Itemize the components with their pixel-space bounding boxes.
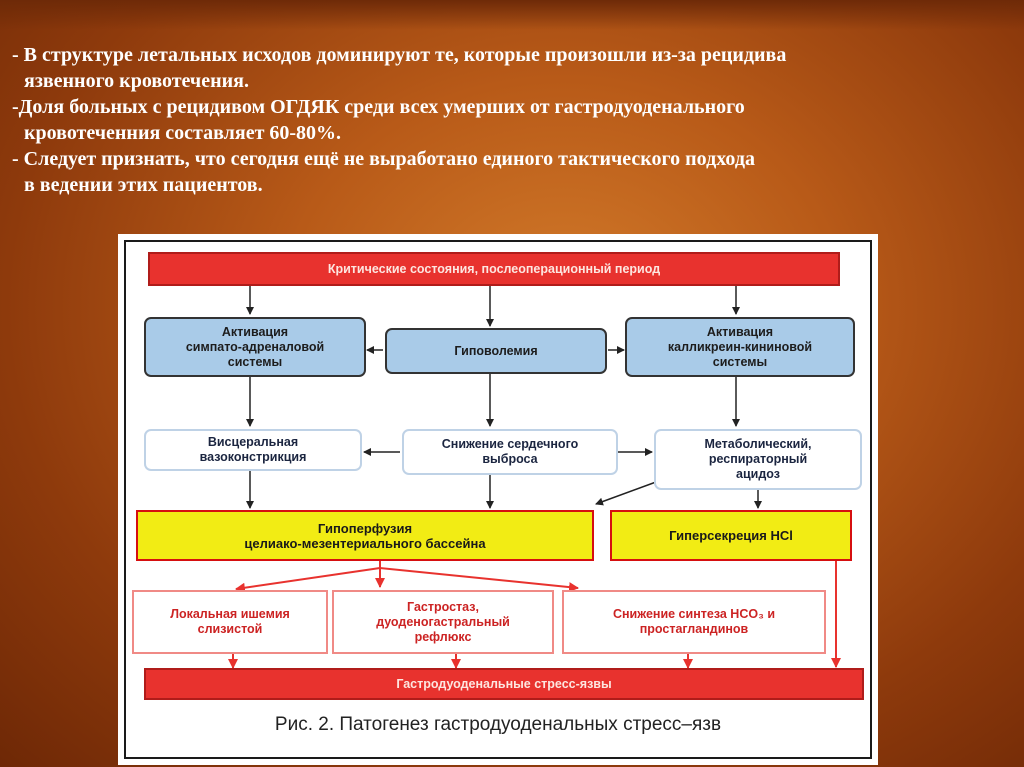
metabolic-acidosis-box: Метаболический, респираторный ацидоз (654, 429, 862, 490)
hypoperfusion-line-1: Гипоперфузия (317, 520, 413, 536)
critical-states-label: Критические состояния, послеоперационный… (327, 261, 661, 276)
pathogenesis-figure: Критические состояния, послеоперационный… (118, 234, 878, 765)
kallikrein-line-2: калликреин-кининовой (667, 339, 813, 354)
gastrostasis-line-3: рефлюкс (414, 629, 472, 644)
visceral-line-2: вазоконстрикция (199, 450, 307, 464)
hypovolemia-label: Гиповолемия (454, 343, 538, 358)
kallikrein-activation-box: Активация калликреин-кининовой системы (625, 317, 855, 377)
top-band (0, 0, 1024, 30)
gastrostasis-line-1: Гастростаз, (407, 599, 479, 614)
bullet-line-3: -Доля больных с рецидивом ОГДЯК среди вс… (12, 96, 745, 118)
bullet-line-6: в ведении этих пациентов. (24, 174, 263, 196)
synthesis-line-2: простагландинов (639, 622, 749, 636)
sympatho-activation-box: Активация симпато-адреналовой системы (144, 317, 366, 377)
local-ischemia-box: Локальная ишемия слизистой (132, 590, 328, 654)
arrow-to-ischemia (235, 567, 381, 593)
ischemia-line-1: Локальная ишемия (170, 607, 290, 621)
hypersecretion-label: Гиперсекреция HCl (669, 528, 793, 543)
gastrostasis-line-2: дуоденогастральный (376, 614, 510, 629)
cardiac-line-1: Снижение сердечного (441, 437, 579, 451)
hypoperfusion-line-2: целиако-мезентериального бассейна (244, 535, 486, 551)
sympatho-line-1: Активация (221, 324, 289, 339)
visceral-line-1: Висцеральная (207, 435, 299, 449)
kallikrein-line-3: системы (712, 354, 768, 369)
sympatho-line-2: симпато-адреналовой (185, 339, 325, 354)
stress-ulcers-label: Гастродуоденальные стресс-язвы (396, 676, 612, 691)
figure-caption: Рис. 2. Патогенез гастродуоденальных стр… (274, 714, 722, 735)
sympatho-line-3: системы (227, 354, 283, 369)
metabolic-line-2: респираторный (708, 452, 808, 466)
diagram-arrows (228, 286, 841, 669)
metabolic-line-3: ацидоз (736, 467, 780, 481)
hypersecretion-box: Гиперсекреция HCl (610, 510, 852, 561)
synthesis-line-1: Снижение синтеза HCO₃ и (612, 607, 776, 621)
gastrostasis-box: Гастростаз, дуоденогастральный рефлюкс (332, 590, 554, 654)
cardiac-output-box: Снижение сердечного выброса (402, 429, 618, 475)
bullet-line-1: - В структуре летальных исходов доминиру… (12, 44, 787, 66)
kallikrein-line-1: Активация (706, 324, 774, 339)
ischemia-line-2: слизистой (197, 622, 263, 636)
arrow-metabolic-to-hypoperfusion (595, 481, 657, 506)
bullet-line-5: - Следует признать, что сегодня ещё не в… (12, 148, 755, 170)
synthesis-decrease-box: Снижение синтеза HCO₃ и простагландинов (562, 590, 826, 654)
hypovolemia-box: Гиповолемия (385, 328, 607, 374)
metabolic-line-1: Метаболический, (704, 437, 812, 451)
bullet-text: - В структуре летальных исходов доминиру… (12, 42, 1012, 198)
bullet-line-2: язвенного кровотечения. (24, 70, 249, 92)
cardiac-line-2: выброса (482, 452, 538, 466)
arrow-to-synthesis (379, 567, 579, 593)
bullet-line-4: кровотеченния составляет 60-80%. (24, 122, 342, 144)
critical-states-box: Критические состояния, послеоперационный… (148, 252, 840, 286)
figure-frame (124, 240, 872, 759)
visceral-vasoconstriction-box: Висцеральная вазоконстрикция (144, 429, 362, 471)
hypoperfusion-box: Гипоперфузия целиако-мезентериального ба… (136, 510, 594, 561)
stress-ulcers-box: Гастродуоденальные стресс-язвы (144, 668, 864, 700)
